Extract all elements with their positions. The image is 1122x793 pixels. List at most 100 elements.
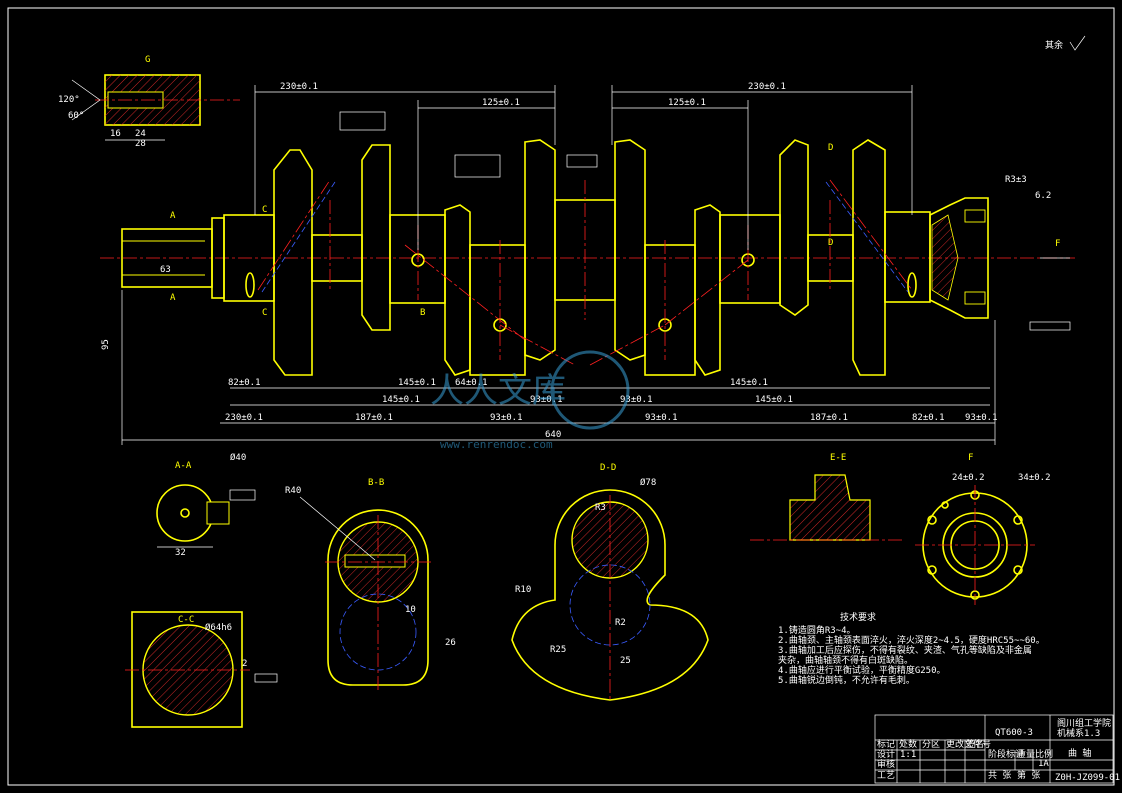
section-ee-label: E-E (830, 453, 846, 463)
section-aa-dia: Ø40 (230, 452, 246, 463)
title-cell-weight: 重量 (1017, 748, 1035, 760)
title-cell-zone: 分区 (922, 739, 940, 750)
title-cell-total: 共 张 (988, 770, 1011, 781)
section-dd-view[interactable]: D-D Ø78 R3 R10 R25 25 R2 (511, 463, 709, 701)
tech-req-item-2: 2.曲轴颈、主轴颈表面淬火，淬火深度2~4.5，硬度HRC55~~60。 (778, 634, 1045, 646)
tech-requirements-heading: 技术要求 (840, 611, 876, 623)
web-8 (852, 139, 886, 376)
tech-requirements: 技术要求 1.铸造圆角R3~4。 2.曲轴颈、主轴颈表面淬火，淬火深度2~4.5… (778, 611, 1045, 686)
section-cc-view[interactable]: C-C Ø64h6 2 (125, 611, 278, 728)
section-bb-dim-10: 10 (405, 605, 416, 615)
title-cell-sign: 签名 (966, 738, 984, 750)
flange-end (929, 197, 989, 319)
dim-lower-4: 145±0.1 (730, 378, 768, 388)
dim-lower-row-e: 145±0.1 (755, 395, 793, 405)
section-dd-r2: R2 (615, 618, 626, 628)
title-cell-count: 处数 (899, 738, 917, 750)
section-mark-a-top: A (170, 211, 176, 221)
watermark-text: 人人文库 (430, 371, 566, 411)
section-dd-outline (511, 489, 709, 701)
dim-spline-len: 63 (160, 265, 171, 275)
web-6 (694, 204, 721, 376)
detail-g-angle-1: 120° (58, 95, 80, 105)
title-drawing-line1: 阁川组工学院 (1057, 717, 1111, 729)
title-part-number: QT600-3 (995, 728, 1033, 738)
title-cell-mark: 标记 (877, 738, 895, 750)
section-dd-r10: R10 (515, 585, 531, 595)
tech-req-item-1: 1.铸造圆角R3~4。 (778, 624, 856, 636)
title-block[interactable]: QT600-3 阁川组工学院 机械系1.3 曲 轴 1A 1:1 Z0H-JZ0… (874, 714, 1120, 784)
detail-g-view[interactable]: G 120° 60° 16 24 28 (58, 55, 240, 149)
section-dd-r25: R25 (550, 645, 566, 655)
section-aa-view[interactable]: A-A Ø40 32 (156, 452, 256, 558)
dim-top-left: 230±0.1 (280, 82, 318, 92)
detail-g-dim-24: 24 (135, 129, 146, 139)
section-ee-view[interactable]: E-E (750, 453, 905, 541)
dim-row-b: 187±0.1 (355, 413, 393, 423)
section-dd-dia: Ø78 (640, 477, 656, 488)
section-cc-2: 2 (242, 659, 247, 669)
tech-req-item-3: 3.曲轴加工后应探伤，不得有裂纹、夹渣、气孔等缺陷及非金属 (778, 644, 1032, 656)
title-sheet: 1A (1038, 759, 1049, 769)
dim-lower-1: 82±0.1 (228, 378, 261, 388)
main-crankshaft-view[interactable]: 230±0.1 125±0.1 125±0.1 230±0.1 82±0.1 1… (100, 82, 1075, 445)
section-dd-r3: R3 (595, 503, 606, 513)
dim-lower-row-d: 93±0.1 (620, 395, 653, 405)
section-mark-d-lower: D (828, 238, 833, 248)
dim-row-f: 82±0.1 (912, 413, 945, 423)
section-mark-a-bottom: A (170, 293, 176, 303)
title-drawing-line2: 机械系1.3 (1057, 727, 1100, 739)
section-aa-label: A-A (175, 461, 192, 471)
section-ee-profile (789, 474, 871, 541)
section-cc-frame (131, 611, 243, 728)
title-cell-review: 审核 (877, 758, 895, 770)
tech-req-item-4: 夹杂，曲轴轴颈不得有白斑缺陷。 (778, 654, 913, 666)
title-cell-stage: 阶段标记 (988, 748, 1024, 760)
web-1 (273, 149, 313, 376)
view-arrow-f: F (1055, 239, 1060, 249)
dim-left-95: 95 (101, 339, 111, 350)
watermark-url: www.renrendoc.com (440, 438, 553, 451)
dim-lower-row-c: 93±0.1 (530, 395, 563, 405)
section-cc-label: C-C (178, 615, 194, 625)
flange-62-label: 6.2 (1035, 191, 1051, 201)
section-aa-width: 32 (175, 548, 186, 558)
roughness-note: 其余 (1045, 39, 1063, 51)
dim-lower-row-b: 145±0.1 (382, 395, 420, 405)
title-cell-design: 设计 (877, 748, 895, 760)
dim-lower-2: 145±0.1 (398, 378, 436, 388)
title-scale: 1:1 (900, 750, 916, 760)
dim-row-a: 230±0.1 (225, 413, 263, 423)
web-4 (524, 139, 556, 361)
section-dd-label: D-D (600, 463, 616, 473)
section-bb-radius: R40 (285, 486, 301, 496)
dim-lower-3: 64±0.1 (455, 378, 488, 388)
view-f-dim-1: 24±0.2 (952, 473, 985, 483)
section-bb-view[interactable]: B-B R40 26 10 (285, 478, 456, 690)
section-bb-label: B-B (368, 478, 384, 488)
dim-top-mid-left: 125±0.1 (482, 98, 520, 108)
view-f-label: F (968, 453, 973, 463)
title-cell-process: 工艺 (877, 770, 895, 781)
dim-row-c: 93±0.1 (490, 413, 523, 423)
title-cell-change: 更改文件号 (946, 738, 991, 750)
web-7 (779, 139, 809, 316)
section-bb-outline (327, 509, 429, 686)
section-mark-d: D (828, 143, 833, 153)
dim-row-d: 93±0.1 (645, 413, 678, 423)
tech-req-item-5: 4.曲轴应进行平衡试验，平衡精度G250。 (778, 664, 946, 676)
section-dd-25: 25 (620, 656, 631, 666)
section-cc-dia: Ø64h6 (205, 622, 232, 633)
view-f[interactable]: F 24±0.2 34±0.2 (915, 453, 1051, 605)
roughness-symbol-icon (1069, 35, 1086, 51)
dim-top-mid-right: 125±0.1 (668, 98, 706, 108)
view-f-dim-2: 34±0.2 (1018, 473, 1051, 483)
dim-row-e: 187±0.1 (810, 413, 848, 423)
tech-req-item-6: 5.曲轴锐边倒钝，不允许有毛刺。 (778, 674, 915, 686)
detail-g-dim-28: 28 (135, 139, 146, 149)
title-cell-sheet: 第 张 (1017, 769, 1040, 781)
flange-radius-label: R3±3 (1005, 175, 1027, 185)
web-5 (614, 139, 646, 361)
